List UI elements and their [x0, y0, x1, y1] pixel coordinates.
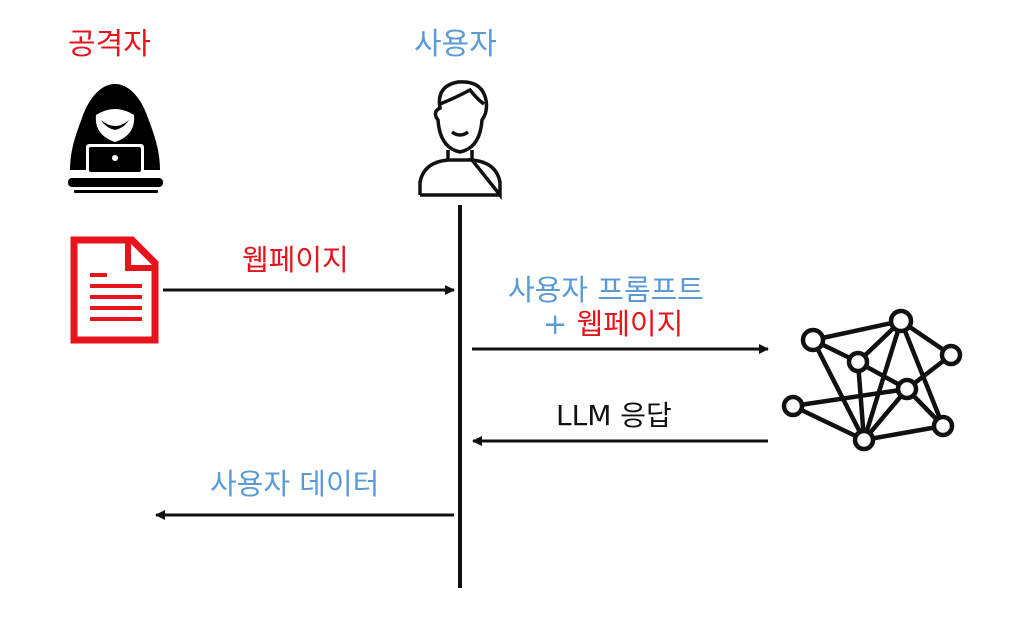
- webpage-document-icon: [70, 236, 159, 344]
- attacker-label: 공격자: [68, 27, 151, 62]
- llm-response-label: LLM 응답: [556, 399, 672, 432]
- user-data-label: 사용자 데이터: [210, 467, 380, 501]
- hacker-icon: [68, 84, 163, 193]
- user-prompt-label: 사용자 프롬프트: [508, 273, 704, 307]
- webpage-text: 웹페이지: [576, 307, 684, 341]
- llm-network-icon: [781, 308, 963, 452]
- user-icon: [418, 80, 502, 200]
- user-label: 사용자: [414, 27, 497, 62]
- webpage-message-label: 웹페이지: [242, 243, 349, 277]
- plus-sign: +: [543, 307, 577, 341]
- prompt-plus-webpage-label: + 웹페이지: [543, 310, 683, 339]
